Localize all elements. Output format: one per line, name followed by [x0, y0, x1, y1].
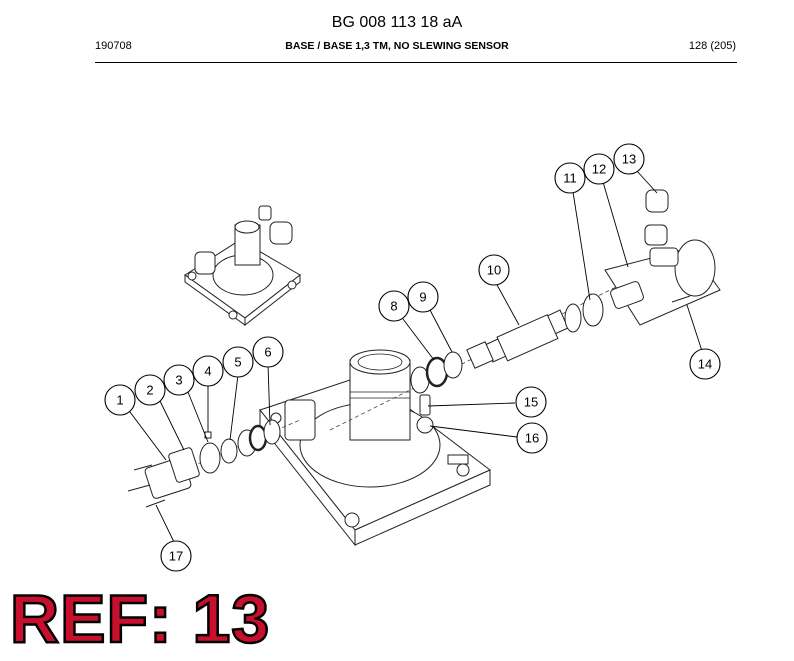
- page-number: 128 (205): [688, 40, 736, 52]
- assembled-base-inset: [184, 205, 301, 327]
- svg-text:8: 8: [390, 299, 397, 314]
- callout-8: 8: [378, 290, 410, 322]
- svg-text:10: 10: [487, 263, 501, 278]
- header-rule: [95, 62, 737, 63]
- callout-11: 11: [554, 162, 586, 194]
- reference-label: REF: 13: [9, 581, 271, 657]
- callout-5: 5: [222, 346, 254, 378]
- svg-text:13: 13: [622, 152, 636, 167]
- svg-text:14: 14: [698, 357, 712, 372]
- svg-text:16: 16: [525, 431, 539, 446]
- callout-9: 9: [407, 281, 439, 313]
- callout-12: 12: [583, 153, 615, 185]
- left-parts: [127, 419, 301, 508]
- callout-2: 2: [134, 374, 166, 406]
- callout-3: 3: [163, 364, 195, 396]
- callout-10: 10: [478, 254, 510, 286]
- svg-text:12: 12: [592, 162, 606, 177]
- callout-1: 1: [104, 384, 136, 416]
- svg-text:3: 3: [175, 373, 182, 388]
- callout-14: 14: [689, 348, 721, 380]
- document-title: BG 008 113 18 aA: [331, 14, 463, 31]
- callout-17: 17: [160, 540, 192, 572]
- svg-text:11: 11: [563, 171, 577, 186]
- svg-text:4: 4: [204, 364, 211, 379]
- callout-15: 15: [515, 386, 547, 418]
- callout-4: 4: [192, 355, 224, 387]
- svg-text:9: 9: [419, 290, 426, 305]
- callout-16: 16: [516, 422, 548, 454]
- svg-text:5: 5: [234, 355, 241, 370]
- svg-text:2: 2: [146, 383, 153, 398]
- callout-6: 6: [252, 336, 284, 368]
- callout-13: 13: [613, 143, 645, 175]
- base-housing: [259, 349, 491, 547]
- document-code: 190708: [95, 40, 132, 52]
- svg-text:15: 15: [524, 395, 538, 410]
- section-title: BASE / BASE 1,3 TM, NO SLEWING SENSOR: [285, 40, 509, 52]
- svg-text:6: 6: [264, 345, 271, 360]
- leader-lines: [129, 169, 703, 543]
- svg-text:17: 17: [169, 549, 183, 564]
- right-parts: [329, 189, 721, 431]
- svg-text:1: 1: [116, 393, 123, 408]
